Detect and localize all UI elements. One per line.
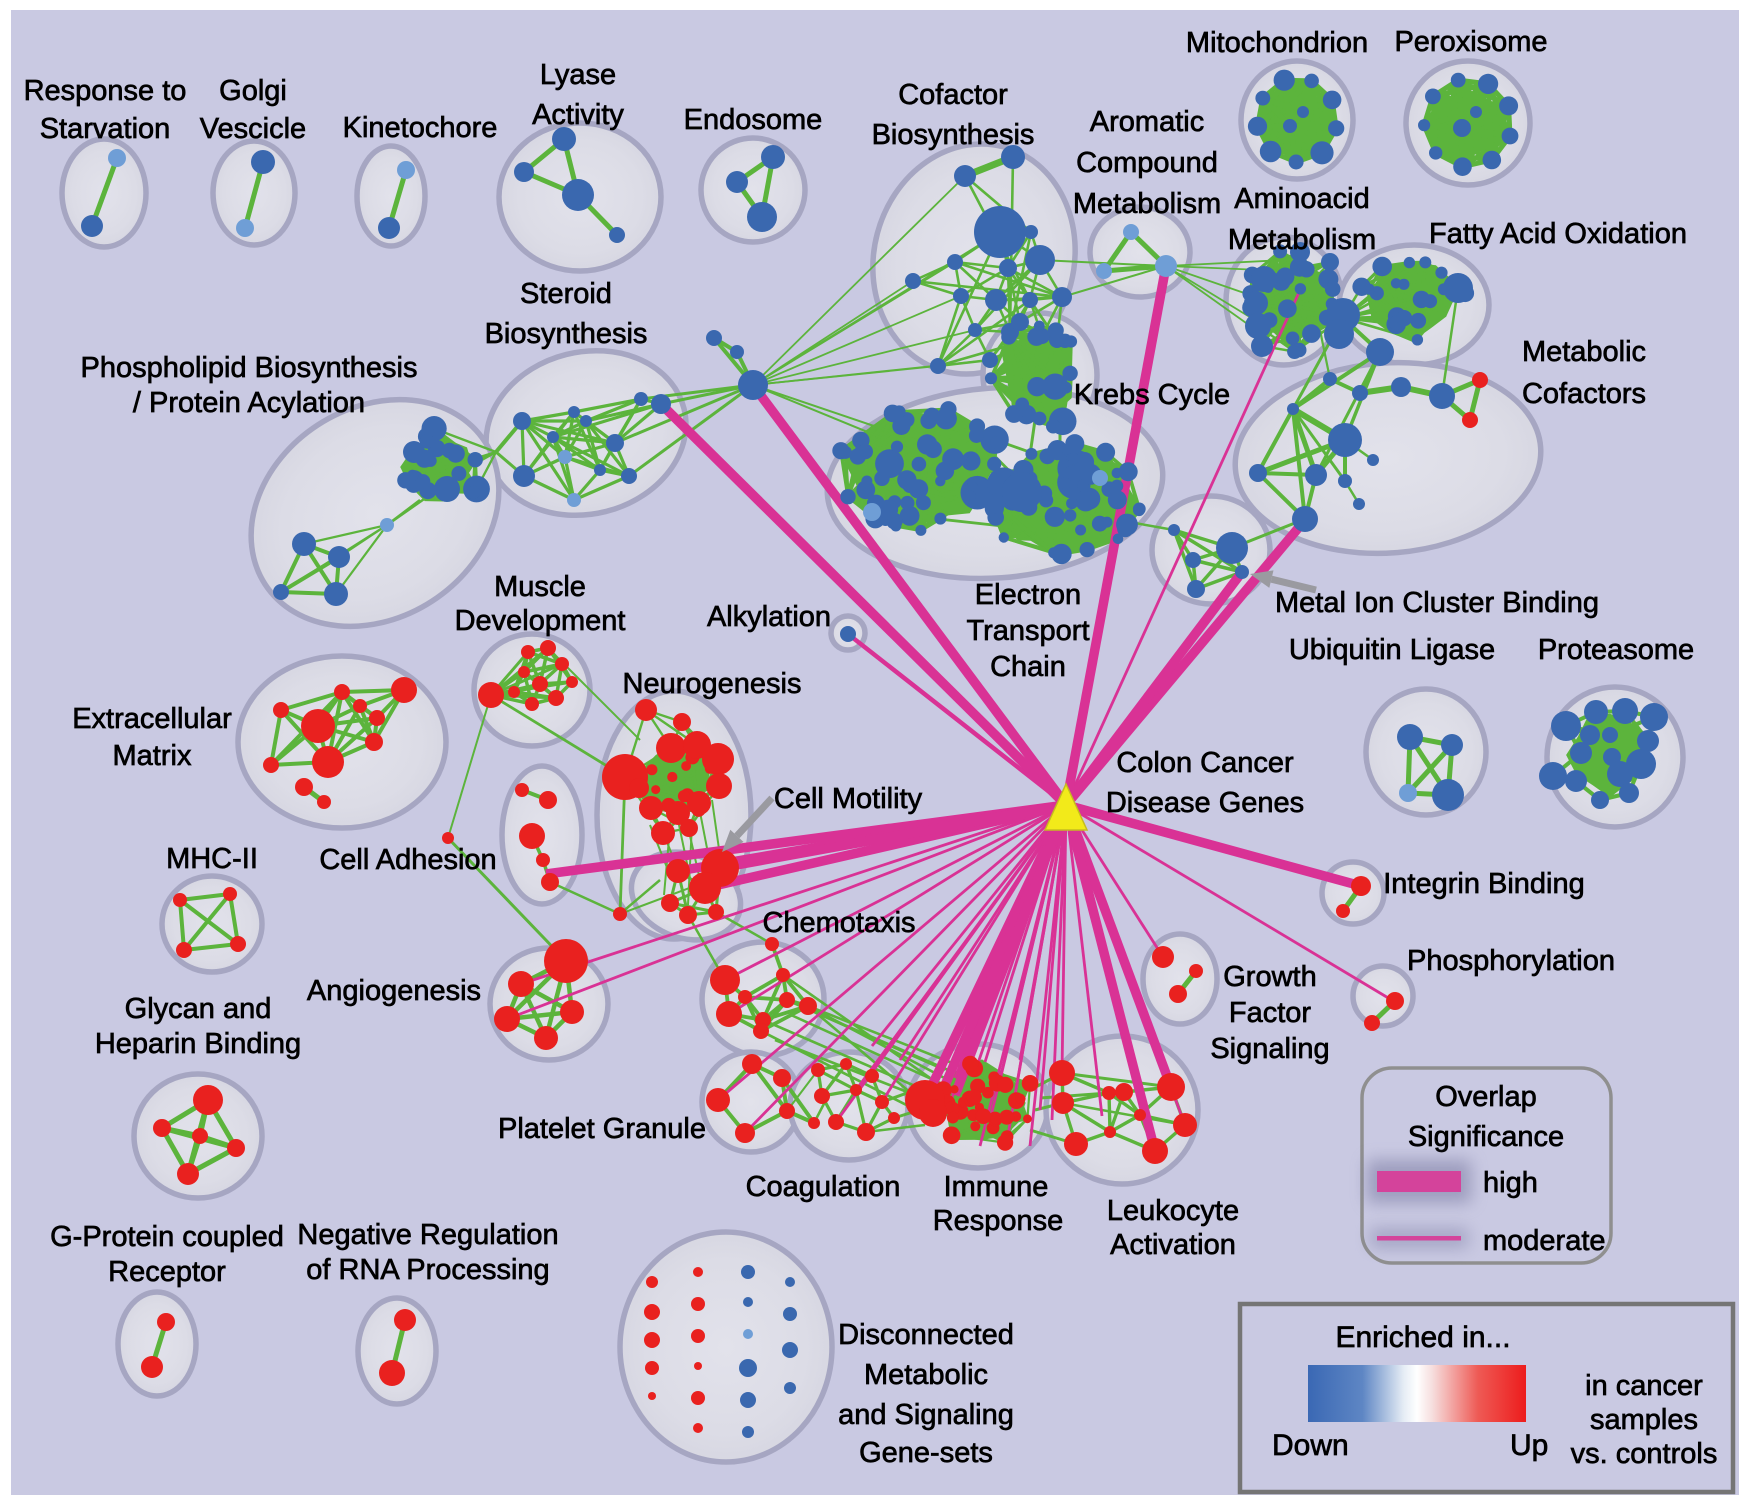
svg-text:Colon Cancer: Colon Cancer [1116, 747, 1294, 779]
svg-text:Activity: Activity [532, 99, 624, 131]
svg-text:Metabolic: Metabolic [864, 1359, 988, 1391]
svg-text:Endosome: Endosome [684, 104, 823, 136]
svg-text:high: high [1483, 1167, 1538, 1199]
svg-text:Chain: Chain [990, 651, 1066, 683]
svg-text:Muscle: Muscle [494, 571, 586, 603]
svg-text:Starvation: Starvation [40, 113, 171, 145]
svg-text:Metabolism: Metabolism [1228, 224, 1376, 256]
svg-text:Signaling: Signaling [1210, 1033, 1329, 1065]
svg-text:Metabolic: Metabolic [1522, 336, 1646, 368]
svg-text:Cofactor: Cofactor [898, 79, 1008, 111]
svg-text:Cofactors: Cofactors [1522, 378, 1646, 410]
svg-text:Disease Genes: Disease Genes [1106, 787, 1304, 819]
svg-text:Response to: Response to [24, 75, 187, 107]
svg-text:and Signaling: and Signaling [838, 1399, 1014, 1431]
svg-text:Aromatic: Aromatic [1090, 106, 1204, 138]
svg-text:Biosynthesis: Biosynthesis [485, 318, 648, 350]
svg-text:Response: Response [933, 1205, 1064, 1237]
svg-text:in cancer: in cancer [1585, 1370, 1703, 1402]
svg-text:Transport: Transport [966, 615, 1089, 647]
svg-text:Overlap: Overlap [1435, 1081, 1537, 1113]
svg-text:Proteasome: Proteasome [1538, 634, 1694, 666]
svg-text:Cell Adhesion: Cell Adhesion [319, 844, 496, 876]
svg-text:Up: Up [1510, 1429, 1548, 1462]
svg-text:Receptor: Receptor [108, 1256, 226, 1288]
svg-text:Electron: Electron [975, 579, 1081, 611]
svg-text:Metal Ion Cluster Binding: Metal Ion Cluster Binding [1275, 587, 1599, 619]
svg-text:Alkylation: Alkylation [707, 601, 831, 633]
svg-text:Kinetochore: Kinetochore [343, 112, 498, 144]
svg-text:G-Protein coupled: G-Protein coupled [50, 1221, 284, 1253]
svg-text:Significance: Significance [1408, 1121, 1564, 1153]
svg-text:Leukocyte: Leukocyte [1107, 1195, 1239, 1227]
svg-text:Chemotaxis: Chemotaxis [762, 907, 915, 939]
svg-text:Activation: Activation [1110, 1229, 1236, 1261]
svg-text:Mitochondrion: Mitochondrion [1186, 27, 1368, 59]
svg-text:Growth: Growth [1223, 961, 1316, 993]
svg-text:Development: Development [455, 605, 626, 637]
svg-text:Enriched in...: Enriched in... [1335, 1321, 1510, 1354]
svg-text:samples: samples [1590, 1404, 1698, 1436]
svg-text:Golgi: Golgi [219, 75, 287, 107]
svg-text:Coagulation: Coagulation [746, 1171, 901, 1203]
svg-text:Metabolism: Metabolism [1073, 188, 1221, 220]
svg-text:Immune: Immune [944, 1171, 1049, 1203]
svg-text:Disconnected: Disconnected [838, 1319, 1014, 1351]
svg-text:Lyase: Lyase [540, 59, 616, 91]
svg-text:/ Protein Acylation: / Protein Acylation [133, 387, 365, 419]
svg-text:Phosphorylation: Phosphorylation [1407, 945, 1615, 977]
svg-text:Heparin Binding: Heparin Binding [95, 1028, 301, 1060]
svg-text:Krebs Cycle: Krebs Cycle [1074, 379, 1230, 411]
svg-text:MHC-II: MHC-II [166, 843, 258, 875]
svg-text:Biosynthesis: Biosynthesis [872, 119, 1035, 151]
svg-text:Steroid: Steroid [520, 278, 612, 310]
svg-text:Factor: Factor [1229, 997, 1312, 1029]
svg-text:Negative Regulation: Negative Regulation [297, 1219, 558, 1251]
svg-text:Compound: Compound [1076, 147, 1218, 179]
svg-text:Gene-sets: Gene-sets [859, 1437, 993, 1469]
svg-text:Phospholipid Biosynthesis: Phospholipid Biosynthesis [81, 352, 418, 384]
svg-text:Peroxisome: Peroxisome [1394, 26, 1547, 58]
svg-text:Platelet Granule: Platelet Granule [498, 1113, 706, 1145]
svg-text:Angiogenesis: Angiogenesis [307, 975, 481, 1007]
svg-text:Integrin Binding: Integrin Binding [1383, 868, 1585, 900]
svg-text:Glycan and: Glycan and [125, 993, 272, 1025]
svg-text:Fatty Acid Oxidation: Fatty Acid Oxidation [1429, 218, 1687, 250]
svg-text:Extracellular: Extracellular [72, 703, 232, 735]
svg-text:Neurogenesis: Neurogenesis [623, 668, 802, 700]
svg-text:Cell Motility: Cell Motility [774, 783, 923, 815]
svg-text:Vescicle: Vescicle [200, 113, 306, 145]
svg-text:Aminoacid: Aminoacid [1234, 183, 1369, 215]
svg-text:Matrix: Matrix [113, 740, 192, 772]
svg-text:vs. controls: vs. controls [1571, 1438, 1718, 1470]
svg-text:Down: Down [1272, 1429, 1349, 1462]
svg-text:of RNA Processing: of RNA Processing [306, 1254, 549, 1286]
svg-text:moderate: moderate [1483, 1225, 1606, 1257]
svg-text:Ubiquitin Ligase: Ubiquitin Ligase [1289, 634, 1495, 666]
